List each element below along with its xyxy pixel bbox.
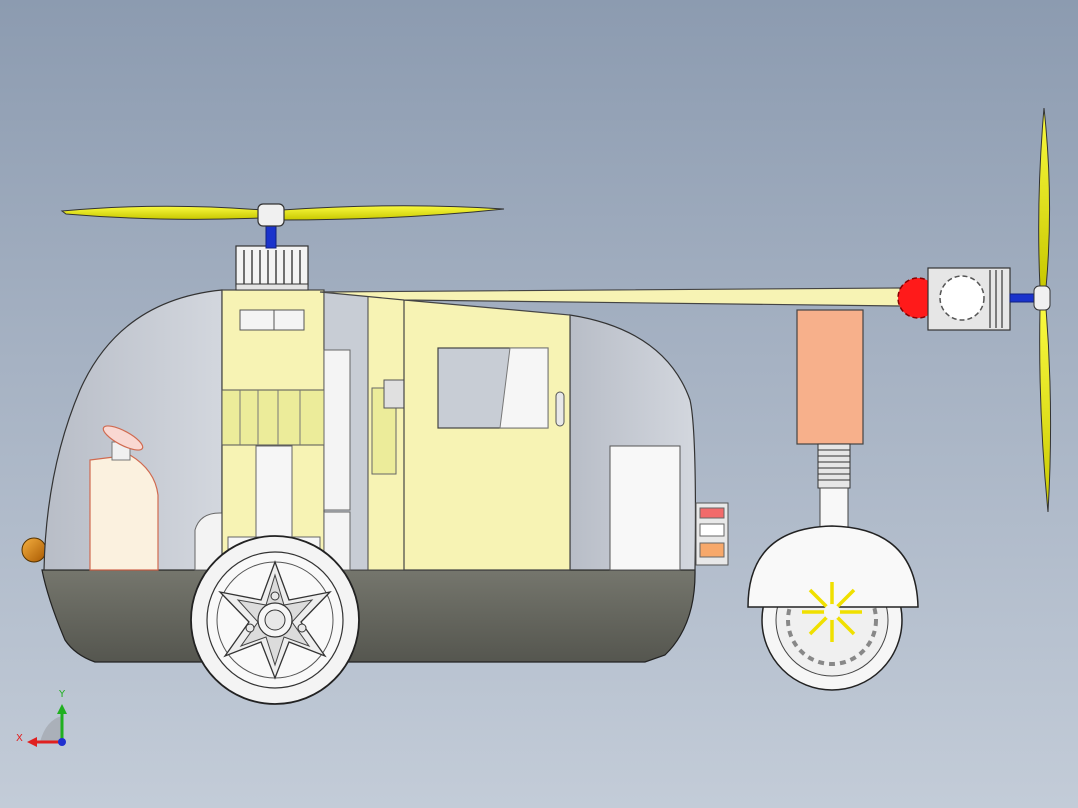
- seat: [89, 454, 159, 571]
- front-wheel[interactable]: [190, 535, 360, 705]
- main-rotor-blades[interactable]: [60, 203, 505, 227]
- main-rotor-gear: [235, 245, 309, 291]
- tail-rotor-blade[interactable]: [1033, 107, 1052, 513]
- steering-wheel[interactable]: [100, 421, 145, 454]
- cabin-door[interactable]: [403, 299, 571, 571]
- lower-body-hull: [41, 569, 696, 663]
- tail-gearbox: [897, 267, 1011, 331]
- headlight: [21, 537, 47, 563]
- front-canopy: [43, 289, 223, 571]
- tail-rotor-shaft: [1009, 293, 1037, 303]
- landing-strut: [796, 309, 864, 445]
- xyz-axis-triad-icon: [27, 704, 67, 747]
- y-axis-label: Y: [59, 689, 66, 700]
- wheel-fender: [747, 525, 919, 608]
- x-axis-label: X: [16, 733, 23, 744]
- rear-wheel[interactable]: [747, 525, 919, 691]
- door-handle[interactable]: [555, 391, 565, 427]
